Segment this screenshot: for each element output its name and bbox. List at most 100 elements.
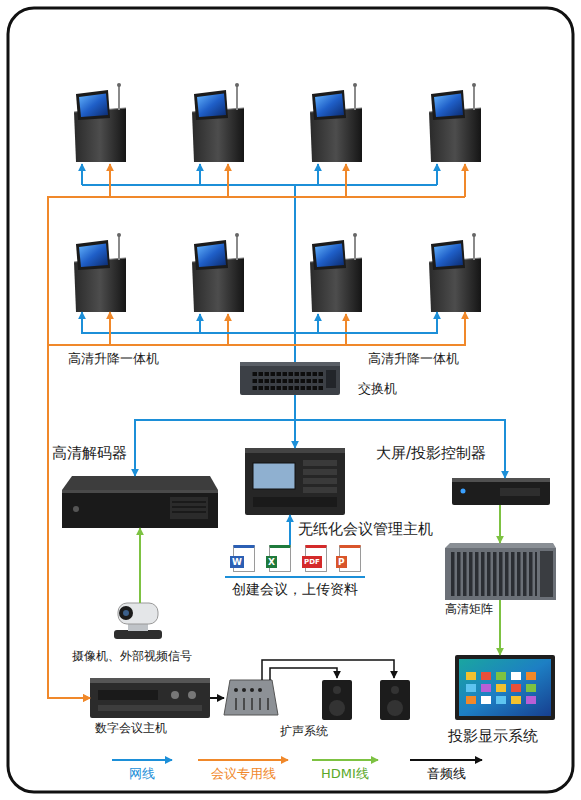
- screen-tile: [466, 672, 476, 680]
- controller-box: 大屏/投影控制器: [452, 478, 550, 505]
- host-screen: [253, 463, 295, 489]
- lift-monitor: [192, 233, 244, 312]
- legend-label: 会议专用线: [211, 767, 276, 782]
- decoder-vent-lines: [172, 502, 206, 512]
- screen-tile: [481, 684, 491, 692]
- conference-wires: [48, 164, 465, 345]
- host-top: [245, 448, 345, 453]
- screen-tile: [466, 684, 476, 692]
- outer-frame: [8, 8, 573, 792]
- conference-top: [90, 678, 210, 683]
- speaker-box: [322, 680, 352, 720]
- network-drop: [199, 164, 201, 185]
- conference-strip: [98, 705, 202, 711]
- controller-panel: [500, 488, 540, 496]
- conference-box: 数字会议主机: [90, 678, 210, 718]
- node-label: 大屏/投影控制器: [376, 445, 486, 462]
- mixer-knob: [258, 688, 262, 692]
- audio-mixer: [224, 680, 278, 715]
- display-screen: [459, 659, 551, 716]
- matrix-handle: [540, 551, 553, 597]
- network-drop: [317, 314, 319, 333]
- screen-tile: [481, 696, 491, 704]
- mixer-knob: [234, 688, 238, 692]
- host-vent: [253, 497, 337, 507]
- matrix-slots: [449, 552, 537, 596]
- node-label: 交换机: [358, 382, 397, 397]
- node-label: 高清升降一体机: [68, 352, 159, 367]
- matrix-box: 高清矩阵: [445, 543, 556, 600]
- camera-head: [118, 603, 158, 624]
- node-label: 高清矩阵: [445, 603, 493, 617]
- network-switch: [240, 362, 340, 395]
- conference-knob: [171, 691, 179, 699]
- screen-tile: [496, 684, 506, 692]
- connector: [48, 312, 110, 698]
- file-icon: P: [339, 545, 361, 572]
- screen-tile: [496, 696, 506, 704]
- hd-decoder: [62, 476, 218, 528]
- legend-label: 音频线: [427, 767, 466, 782]
- conference-drop: [464, 164, 466, 197]
- node-label: 数字会议主机: [95, 722, 167, 736]
- decoder-edge: [62, 490, 218, 493]
- conference-drop: [345, 164, 347, 197]
- screen-tile: [481, 672, 491, 680]
- file-icon: PDF: [305, 545, 327, 572]
- connector: [139, 528, 141, 603]
- switch-top: [240, 362, 340, 366]
- decoder-front: [62, 490, 218, 528]
- display-frame: [455, 655, 555, 720]
- camera-base: [114, 630, 162, 639]
- decoder-vent: [170, 497, 208, 519]
- speaker-box: [380, 680, 410, 720]
- connector: [295, 395, 505, 478]
- display-box: 投影显示系统: [455, 655, 555, 720]
- conference-case: [90, 678, 210, 718]
- connector: [48, 312, 465, 698]
- network-bus: [82, 184, 437, 186]
- icon-underline: [225, 576, 365, 578]
- mixer-faders: [236, 698, 268, 710]
- document-panel: 创建会议，上传资料WXPDFP: [225, 545, 365, 600]
- conference-display: [98, 690, 158, 700]
- file-badge: W: [230, 556, 244, 568]
- monitor-group: 高清升降一体机: [65, 88, 265, 312]
- legend-line: [410, 759, 482, 761]
- lift-monitor: [429, 233, 481, 312]
- ptz-camera: [114, 603, 162, 639]
- node-label: 扩声系统: [280, 725, 328, 739]
- lift-monitor: [74, 233, 126, 312]
- audio-wire: [262, 660, 394, 680]
- screen-tile: [526, 684, 536, 692]
- switch-module: [326, 370, 336, 388]
- decoder-top: [62, 476, 218, 490]
- speaker-woofer: [329, 700, 345, 716]
- conference-drop: [227, 164, 229, 197]
- screen-tile: [466, 696, 476, 704]
- file-badge: P: [336, 556, 347, 568]
- lift-monitor: [429, 83, 481, 162]
- matrix-top: [445, 543, 556, 548]
- screen-tile: [526, 696, 536, 704]
- lift-monitor: [310, 83, 362, 162]
- screen-tile: [496, 672, 506, 680]
- conference-host: [90, 678, 210, 718]
- paperless-host: [245, 448, 345, 515]
- audio-wire: [270, 668, 337, 680]
- mixer-knob: [250, 688, 254, 692]
- screen-tile: [526, 672, 536, 680]
- host-bay: [303, 469, 337, 475]
- node-label: 高清升降一体机: [368, 352, 459, 367]
- network-wires: [82, 164, 437, 333]
- audio-wires: [262, 660, 394, 680]
- lift-monitor: [310, 233, 362, 312]
- screen-tile: [511, 684, 521, 692]
- file-icon: W: [233, 545, 255, 572]
- network-drop: [81, 164, 83, 185]
- monitor-group: 高清升降一体机: [300, 88, 480, 312]
- node-label: 投影显示系统: [448, 728, 538, 745]
- host-case: [245, 448, 345, 515]
- node-label: 无纸化会议管理主机: [298, 521, 433, 538]
